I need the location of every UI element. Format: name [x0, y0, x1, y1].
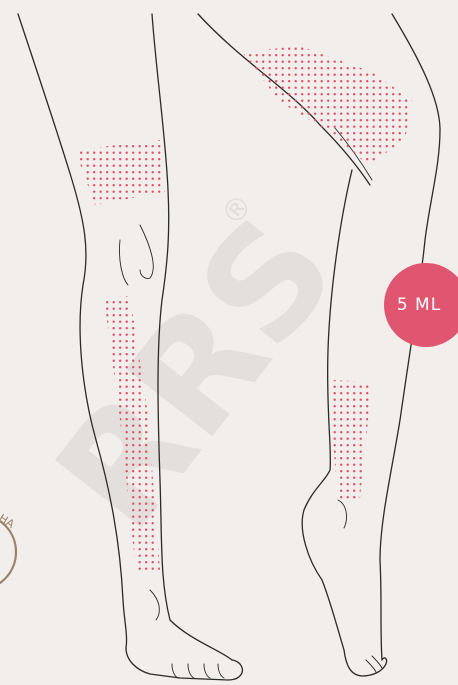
side-ankle-line [338, 500, 346, 528]
front-knee-line [119, 225, 153, 285]
front-foot-toes [172, 664, 224, 678]
front-ankle-line [150, 590, 159, 620]
injection-zone-side-calf [330, 380, 372, 500]
seal-text: HA [0, 512, 17, 532]
side-foot [344, 650, 387, 676]
side-foot-toes [366, 656, 382, 672]
watermark-text: RRS [24, 186, 370, 560]
dose-badge: 5 ML [384, 263, 458, 347]
watermark: RRS ® [24, 186, 370, 560]
injection-zone-side-thigh [242, 46, 412, 165]
injection-zone-front-thigh [75, 140, 165, 205]
seal: HA [0, 512, 17, 590]
front-foot [126, 648, 242, 680]
dose-label: 5 ML [397, 295, 441, 315]
